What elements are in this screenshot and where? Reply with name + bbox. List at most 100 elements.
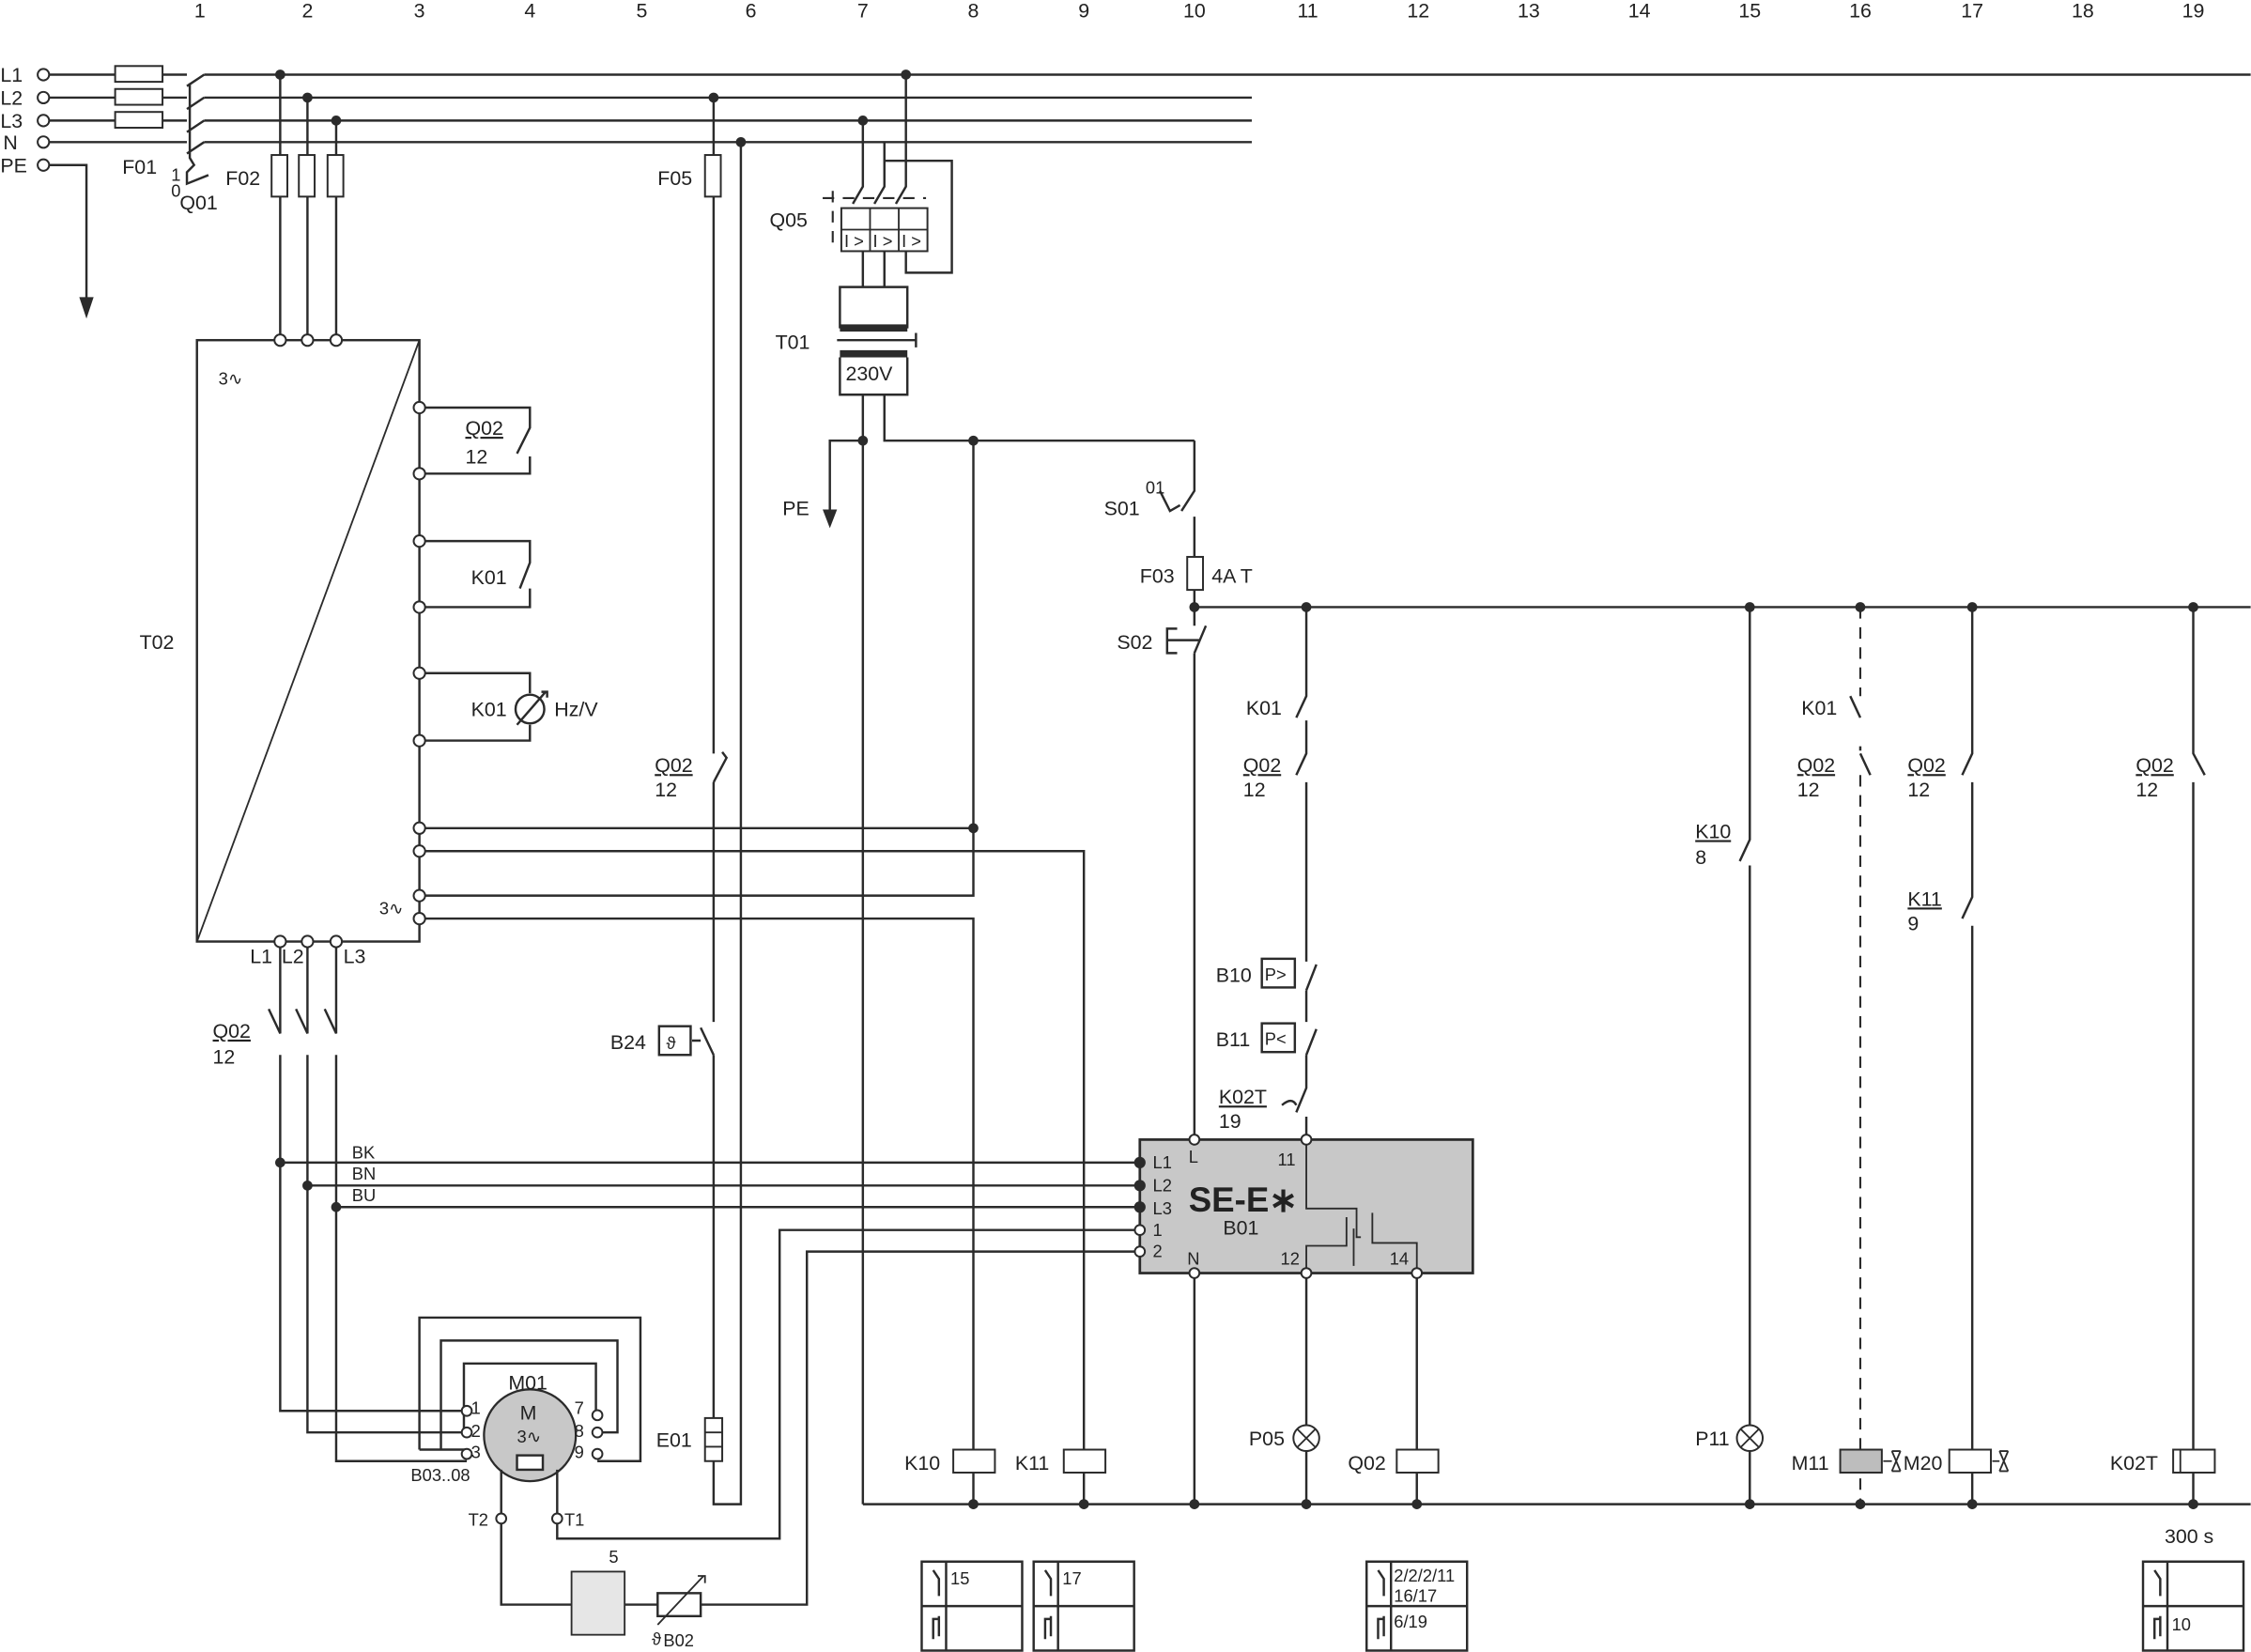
- label-B10: B10: [1216, 964, 1252, 986]
- label-Q02: Q02: [1348, 1452, 1385, 1474]
- label-Q02-ref: Q02: [1907, 754, 1945, 777]
- label-K01-b: K01: [471, 699, 507, 721]
- column-number: 10: [1183, 0, 1206, 22]
- label-motor-phase: 3∿: [517, 1427, 542, 1446]
- transformer-T01-icon: [839, 286, 909, 329]
- lamp-P05-icon: [1292, 1424, 1320, 1453]
- cross-reference-tables: 15 17 2/2/2/11 16/17 6/19 10: [920, 1560, 2245, 1652]
- label-F01: F01: [122, 156, 157, 178]
- label-Q02-col: 12: [1797, 779, 1820, 801]
- label-T02-L1: L1: [250, 945, 272, 967]
- control-circuit: S01 01 F03 4A T S02 K01 Q02 12 P> B10 P<…: [1104, 440, 2251, 1140]
- label-t8: 8: [575, 1421, 584, 1441]
- loads: K10 K11 P05 Q02 P11 M11 M20 K02T 300 s: [904, 1424, 2216, 1548]
- fuse-F03-icon: [1186, 555, 1205, 592]
- valve-M20-icon: [1948, 1448, 1993, 1474]
- label-K02T-ref: K02T: [1219, 1086, 1267, 1108]
- valve-M11-icon: [1839, 1448, 1883, 1474]
- pushbutton-S02-icon: [1165, 625, 1208, 655]
- label-K01-a: K01: [471, 566, 507, 589]
- label-N: N: [3, 131, 17, 154]
- label-230V: 230V: [845, 363, 893, 385]
- overcurrent-label: I >: [902, 231, 921, 251]
- output-branches: K10 8 K01 Q02 12 Q02 12 K11 9 Q02 12: [862, 607, 2251, 1505]
- column-number: 14: [1628, 0, 1651, 22]
- meter-icon: [514, 693, 546, 725]
- motor-section: Q02 12 BK BN BU M01 M 3∿ 1 2 3 7 8 9 B03…: [213, 941, 1140, 1650]
- label-t1: 1: [471, 1397, 481, 1417]
- label-K02T: K02T: [2110, 1452, 2158, 1474]
- label-L1: L1: [0, 64, 23, 86]
- terminal-L1: [37, 68, 51, 82]
- column-number: 17: [1961, 0, 1983, 22]
- label-B01-L3: L3: [1153, 1198, 1172, 1218]
- xref-K11: 17: [1032, 1560, 1135, 1652]
- fuse-F05-icon: [703, 154, 722, 198]
- monitoring-module-B01: L 11 L1 L2 L3 1 2 SE-E∗ B01 N 12 14: [1133, 1134, 1474, 1279]
- pe-arrow-icon: [79, 297, 94, 319]
- label-F03-rating: 4A T: [1211, 564, 1253, 587]
- label-PE: PE: [0, 154, 27, 177]
- theta-icon: ϑ: [666, 1033, 675, 1053]
- xref-K02T-nc: 10: [2172, 1614, 2191, 1634]
- label-t2: 2: [471, 1421, 481, 1441]
- label-B01-12: 12: [1281, 1248, 1300, 1268]
- label-T2: T2: [469, 1510, 488, 1530]
- label-BU: BU: [352, 1185, 376, 1205]
- column-number: 7: [857, 0, 869, 22]
- label-P11: P11: [1695, 1428, 1729, 1450]
- heater-E01-icon: [703, 1416, 724, 1462]
- label-K02T-col: 19: [1219, 1110, 1241, 1133]
- lamp-P11-icon: [1735, 1424, 1765, 1453]
- column-number: 3: [414, 0, 425, 22]
- label-Q02-ref: Q02: [2135, 754, 2173, 777]
- label-T02-in: 3∿: [219, 369, 243, 389]
- label-T02-out: 3∿: [379, 898, 404, 918]
- column-number: 8: [968, 0, 979, 22]
- coil-Q02-icon: [1395, 1448, 1440, 1474]
- label-B03-08: B03..08: [410, 1465, 470, 1485]
- label-K10-ref: K10: [1695, 820, 1731, 842]
- label-BN: BN: [352, 1164, 376, 1183]
- xref-Q02-nc: 6/19: [1394, 1612, 1427, 1631]
- label-T02: T02: [140, 631, 175, 654]
- label-Q02-ref: Q02: [466, 417, 503, 440]
- xref-K10-no: 15: [950, 1568, 969, 1588]
- label-T01: T01: [776, 331, 810, 353]
- label-K11: K11: [1015, 1452, 1049, 1474]
- label-K11-col: 9: [1907, 912, 1919, 934]
- label-F02: F02: [225, 167, 260, 190]
- timer-coil-K02T-icon: [2172, 1448, 2216, 1474]
- label-M01: M01: [508, 1371, 547, 1394]
- xref-Q02-no-2: 16/17: [1394, 1586, 1437, 1606]
- control-transformer: I > I > I > Q05 T01 230V PE: [769, 74, 1195, 1505]
- pe-wire: [49, 163, 88, 301]
- label-S02: S02: [1117, 631, 1152, 654]
- terminal-L2: [37, 90, 51, 105]
- label-K10-col: 8: [1695, 846, 1706, 869]
- label-Q02-ref: Q02: [655, 754, 692, 777]
- label-B01-2: 2: [1153, 1242, 1163, 1261]
- label-Q02-ref: Q02: [213, 1020, 251, 1042]
- label-t7: 7: [575, 1397, 584, 1417]
- label-M: M: [520, 1401, 537, 1424]
- column-number: 4: [524, 0, 535, 22]
- heater-branch: F05 Q02 12 ϑ B24 E01: [610, 97, 743, 1505]
- label-B01-L1: L1: [1153, 1152, 1172, 1172]
- label-K01: K01: [1801, 697, 1837, 719]
- terminal-block-icon: [570, 1570, 626, 1636]
- column-number: 9: [1078, 0, 1089, 22]
- label-K10: K10: [904, 1452, 940, 1474]
- fuse-F02-icon: [270, 154, 289, 198]
- column-number: 2: [301, 0, 313, 22]
- xref-K10: 15: [920, 1560, 1024, 1652]
- label-timer-value: 300 s: [2165, 1525, 2213, 1548]
- label-BK: BK: [352, 1142, 376, 1162]
- label-PE-T01: PE: [782, 498, 809, 520]
- label-S01-pos: 01: [1146, 478, 1164, 498]
- label-t3: 3: [471, 1443, 481, 1462]
- module-title: SE-E∗: [1189, 1181, 1298, 1219]
- label-Q05: Q05: [769, 208, 807, 231]
